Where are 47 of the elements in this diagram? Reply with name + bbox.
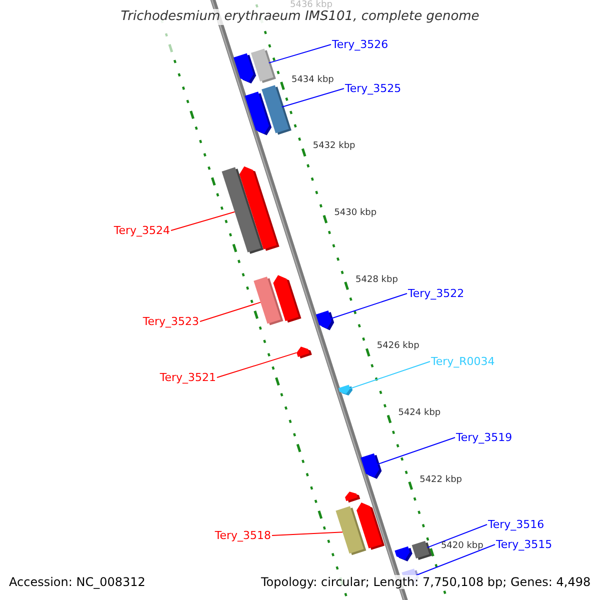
gene-label: Tery_3525 [345,82,402,95]
gene-feature [273,275,302,323]
leader-line [216,352,298,378]
gene-block [250,48,276,83]
gene-block [412,540,432,560]
gene-label: Tery_3521 [160,371,216,384]
leader-line [350,361,430,390]
gene-feature [394,546,412,562]
scale-label: 5432 kbp [312,141,356,152]
gene-feature [338,384,353,396]
scale-label: 5436 kbp [290,0,332,10]
gene-feature [316,310,334,330]
scale-label: 5424 kbp [398,408,441,420]
map-title: Trichodesmium erythraeum IMS101, complete genome [120,9,480,25]
gene-feature [234,53,256,84]
gene-feature [239,166,280,251]
gene-label: Tery_R0034 [431,355,495,368]
scale-label: 5420 kbp [440,541,484,552]
gene-feature [345,492,360,503]
gene-feature [360,453,382,479]
footer-text: Topology: circular; Length: 7,750,108 bp; Genes: 4,498 [261,575,591,589]
gene-label: Tery_3526 [332,38,388,51]
scale-label: 5426 kbp [376,341,420,352]
leader-line [426,524,488,548]
leader-line [170,211,236,231]
gene-label: Tery_3518 [214,529,271,542]
leader-line [200,302,262,322]
leader-line [272,532,344,536]
scale-label: 5434 kbp [291,74,334,86]
gene-label: Tery_3523 [142,315,199,328]
gene-label: Tery_3515 [496,538,552,551]
leader-line [268,44,332,64]
gene-label: Tery_3524 [114,224,170,237]
gene-label: Tery_3519 [456,431,512,444]
gene-label: Tery_3522 [408,287,464,300]
scale-label: 5428 kbp [356,274,398,286]
leader-line [377,437,456,465]
gene-label: Tery_3516 [488,518,544,531]
leader-line [330,293,408,320]
leader-line [281,88,344,108]
footer-text: Accession: NC_008312 [9,575,146,589]
leader-line [416,544,496,576]
gene-feature [356,502,385,550]
gene-feature [296,346,312,358]
scale-label: 5422 kbp [420,474,462,486]
scale-label: 5430 kbp [334,208,377,220]
gene-block [262,85,292,135]
